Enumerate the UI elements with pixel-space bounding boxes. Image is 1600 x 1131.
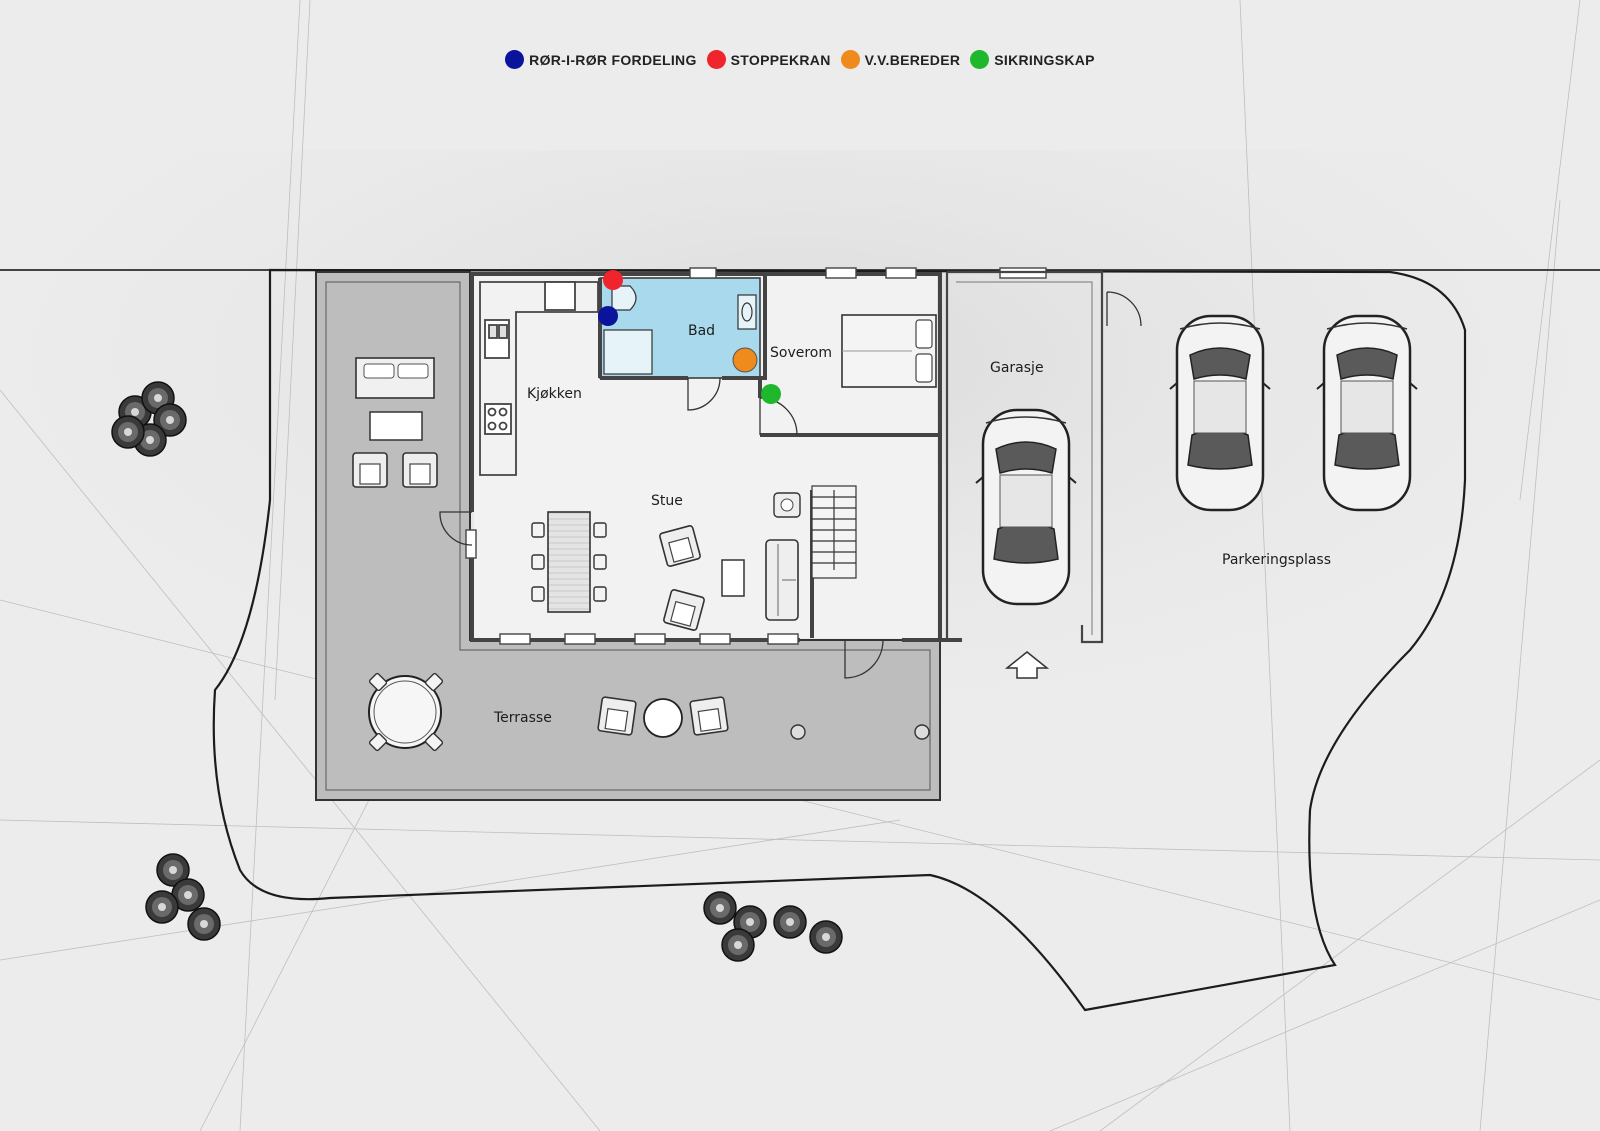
legend: RØR-I-RØR FORDELING STOPPEKRAN V.V.BERED… (0, 50, 1600, 69)
bathroom-fixtures (603, 285, 757, 375)
stoppekran-marker (603, 270, 623, 290)
car-icon (1168, 314, 1272, 512)
sofa-icon (355, 357, 435, 399)
legend-label: SIKRINGSKAP (994, 51, 1095, 68)
tree-icon (703, 891, 843, 962)
legend-dot-green (970, 50, 990, 69)
lot-boundary (212, 268, 1467, 1012)
room-label-parkeringsplass: Parkeringsplass (1222, 552, 1331, 568)
kitchen-counter (479, 281, 599, 476)
legend-label: V.V.BEREDER (864, 51, 961, 68)
living-room-furniture (531, 492, 801, 632)
terrace-dining (368, 672, 930, 752)
legend-label: RØR-I-RØR FORDELING (529, 51, 697, 68)
room-label-garasje: Garasje (990, 360, 1044, 376)
car-icon (974, 408, 1078, 606)
car-icon (1315, 314, 1419, 512)
bed-icon (841, 314, 937, 388)
garage (945, 270, 1104, 679)
legend-dot-orange (840, 50, 860, 69)
legend-item-sikringskap: SIKRINGSKAP (970, 50, 1095, 69)
room-label-soverom: Soverom (770, 345, 832, 361)
planter (914, 724, 930, 740)
utility-markers (598, 270, 781, 404)
lounge-table (369, 411, 423, 441)
tree-icon (145, 853, 221, 941)
sofa-icon (765, 539, 799, 621)
coffee-table (721, 559, 745, 597)
vv-bereder-marker (732, 347, 758, 373)
legend-item-ror-i-ror: RØR-I-RØR FORDELING (505, 50, 696, 69)
terrace-lounge (352, 357, 438, 488)
sikringskap-marker (761, 384, 781, 404)
stairs-icon (811, 485, 857, 579)
legend-dot-red (706, 50, 726, 69)
room-label-kjokken: Kjøkken (527, 386, 582, 402)
legend-dot-blue (505, 50, 525, 69)
legend-item-vv-bereder: V.V.BEREDER (840, 50, 961, 69)
planter (790, 724, 806, 740)
room-label-terrasse: Terrasse (493, 710, 552, 726)
legend-label: STOPPEKRAN (730, 51, 831, 68)
dining-table-icon (531, 511, 607, 613)
terrace-side-table (643, 698, 683, 738)
armchair-icon (773, 492, 801, 518)
legend-item-stoppekran: STOPPEKRAN (706, 50, 831, 69)
ror-i-ror-marker (598, 306, 618, 326)
room-label-bad: Bad (688, 323, 715, 339)
entrance-arrow-icon (1004, 651, 1050, 679)
room-label-stue: Stue (651, 493, 683, 509)
